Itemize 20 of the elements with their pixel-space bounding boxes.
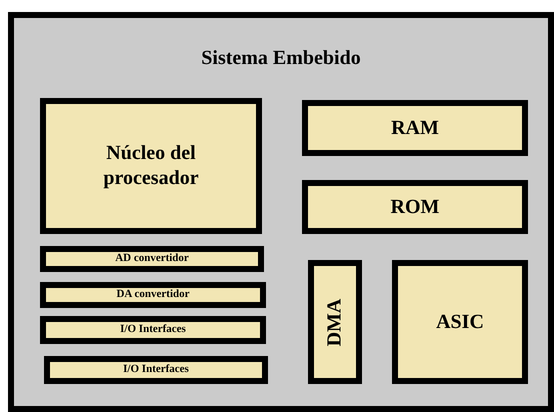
- module-box: [40, 282, 266, 308]
- module-label: I/O Interfaces: [120, 323, 186, 337]
- module-box: [392, 260, 528, 384]
- module-label: DMA: [322, 298, 346, 346]
- module-label: ASIC: [436, 310, 484, 334]
- module-box: [308, 260, 362, 384]
- module-label: I/O Interfaces: [123, 363, 189, 377]
- system-panel: [8, 12, 554, 412]
- module-label: DA convertidor: [116, 288, 190, 302]
- module-box: [40, 316, 266, 344]
- module-label: AD convertidor: [115, 252, 189, 266]
- module-label: RAM: [391, 116, 439, 140]
- module-label: Núcleo del procesador: [102, 141, 200, 191]
- title: Sistema Embebido: [201, 46, 361, 71]
- module-box: [302, 180, 528, 234]
- module-box: [44, 356, 268, 384]
- module-box: [40, 246, 264, 272]
- module-box: [40, 98, 262, 234]
- module-label: ROM: [390, 194, 440, 220]
- module-box: [302, 100, 528, 156]
